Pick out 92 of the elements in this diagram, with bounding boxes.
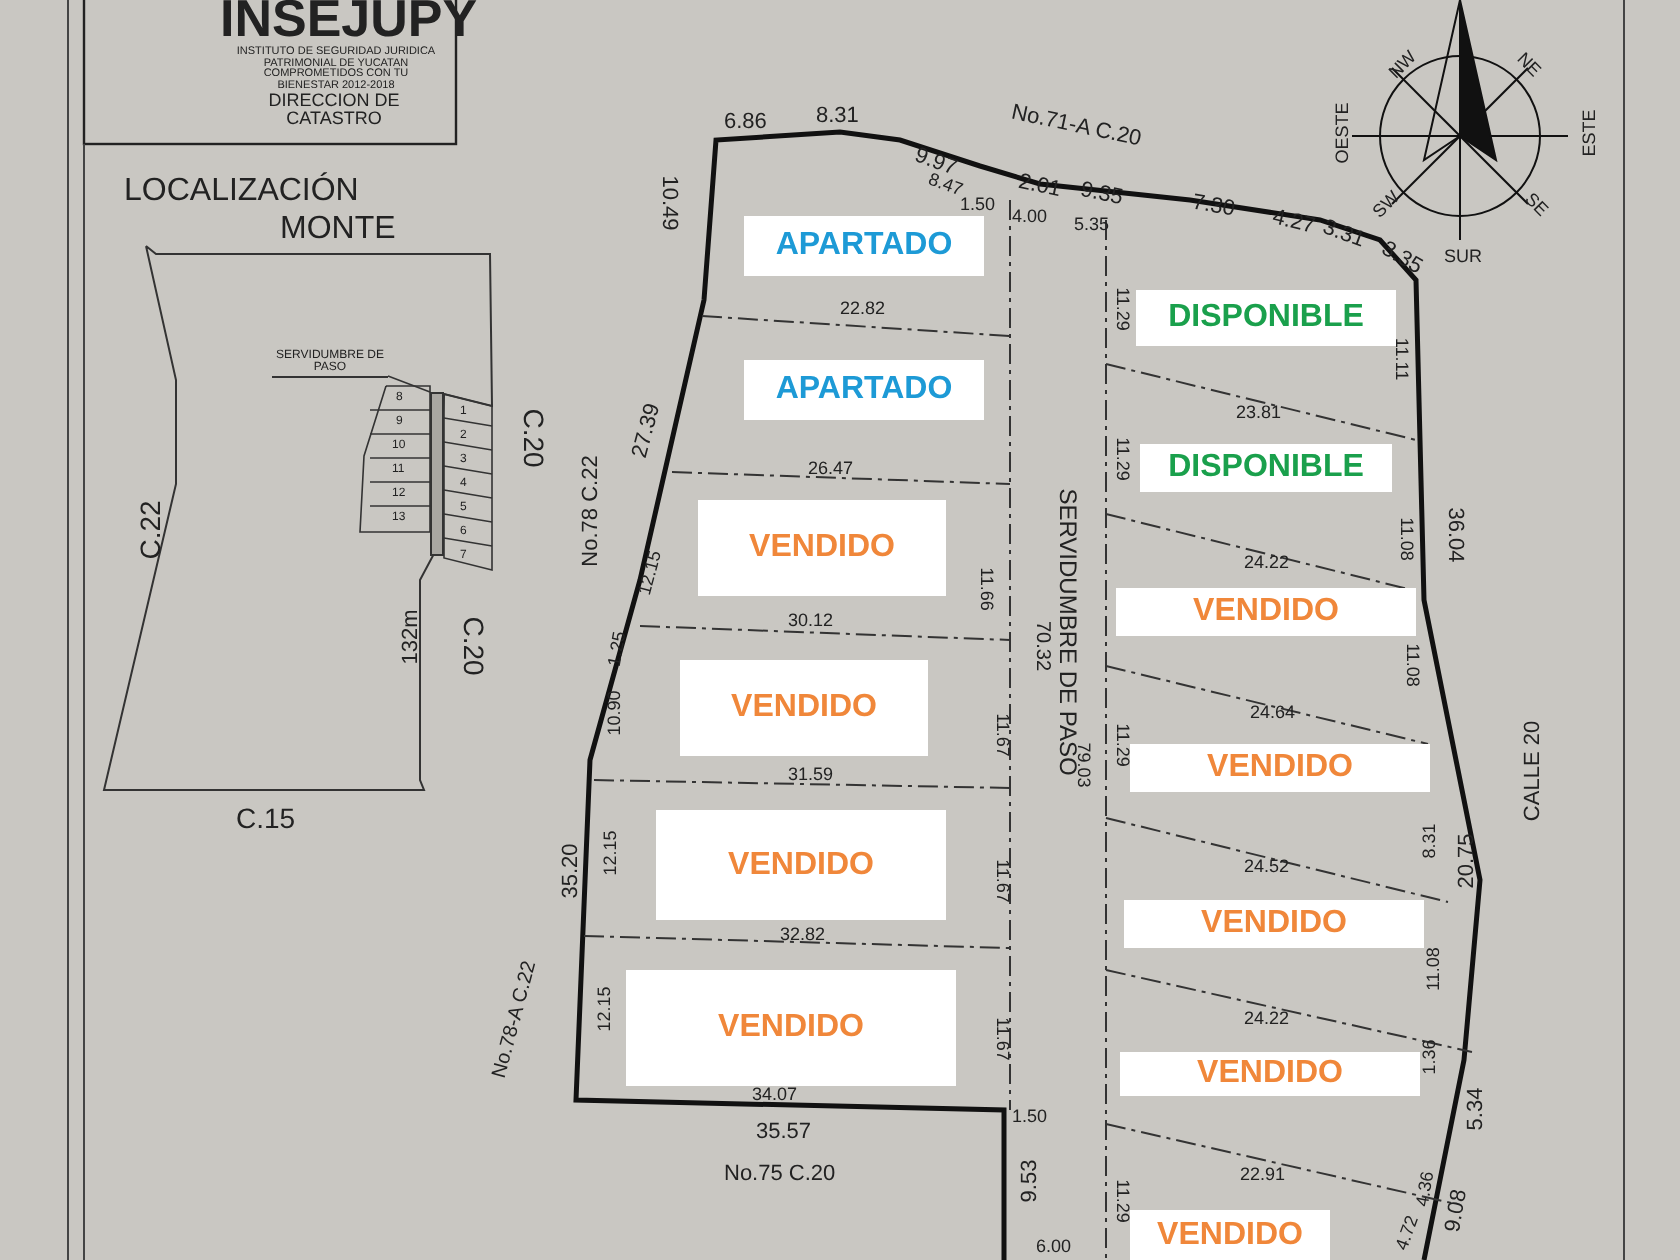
- dimension-label: 20.75: [1456, 833, 1479, 889]
- dimension-label: 3.35: [1377, 238, 1426, 280]
- dimension-label: 11.29: [1112, 723, 1131, 767]
- street-label: No.78 C.22: [580, 455, 603, 567]
- easement-strip: [430, 392, 444, 556]
- dimension-label: 3.31: [1319, 217, 1368, 253]
- map-title: LOCALIZACIÓN: [124, 176, 359, 208]
- street-label: CALLE 20: [1523, 720, 1546, 822]
- dimension-label: 11.08: [1402, 643, 1421, 687]
- dimension-label: 24.52: [1244, 858, 1290, 876]
- status-sign: VENDIDO: [1120, 1052, 1420, 1096]
- dimension-label: 11.66: [976, 567, 995, 611]
- dimension-label: 22.91: [1240, 1166, 1286, 1184]
- dimension-label: 35.20: [560, 843, 583, 899]
- dimension-label: 8.31: [816, 106, 859, 128]
- dimension-label: 11.29: [1112, 437, 1131, 481]
- status-sign: VENDIDO: [1116, 588, 1416, 636]
- dimension-label: 9.35: [1078, 179, 1125, 211]
- dimension-label: 12.15: [636, 548, 666, 598]
- status-sign: DISPONIBLE: [1136, 290, 1396, 346]
- street-label: No.78-A C.22: [490, 959, 542, 1081]
- dimension-label: 5.34: [1466, 1087, 1489, 1131]
- dimension-label: 24.22: [1244, 1010, 1290, 1028]
- status-sign: DISPONIBLE: [1140, 444, 1392, 492]
- status-sign: VENDIDO: [1130, 744, 1430, 792]
- status-sign: VENDIDO: [680, 660, 928, 756]
- street-label: C.15: [236, 804, 296, 832]
- dimension-label: 11.67: [992, 1017, 1011, 1061]
- compass-label: SUR: [1444, 248, 1483, 266]
- street-label: No.75 C.20: [724, 1164, 836, 1186]
- dimension-label: 9.53: [1020, 1159, 1043, 1203]
- header-text: DIRECCION DE CATASTRO: [266, 92, 402, 128]
- dimension-label: 11.08: [1396, 517, 1415, 561]
- dimension-label: 1.50: [1012, 1108, 1048, 1126]
- dimension-label: 27.39: [629, 401, 666, 461]
- status-sign: VENDIDO: [656, 810, 946, 920]
- dimension-label: 36.04: [1442, 507, 1465, 563]
- status-sign: VENDIDO: [698, 500, 946, 596]
- dimension-label: 34.07: [752, 1086, 798, 1104]
- dimension-label: C.20: [459, 616, 488, 676]
- dimension-label: 4.72: [1393, 1213, 1422, 1253]
- compass-label: OESTE: [1333, 102, 1352, 164]
- dimension-label: 22.82: [840, 300, 886, 318]
- dimension-label: 24.22: [1244, 554, 1290, 572]
- compass-label: SE: [1521, 190, 1551, 220]
- compass-label: NW: [1386, 48, 1420, 82]
- leader-line: [387, 375, 431, 393]
- dimension-label: 11.08: [1424, 947, 1443, 991]
- easement-label: SERVIDUMBRE DE PASO: [1055, 488, 1080, 776]
- dimension-label: 11.29: [1112, 1179, 1131, 1223]
- dimension-label: 1.36: [1420, 1039, 1439, 1075]
- dimension-label: 1.50: [960, 196, 996, 214]
- dimension-label: 12.15: [595, 986, 614, 1032]
- dimension-label: 11.67: [992, 859, 1011, 903]
- dimension-label: 24.64: [1250, 704, 1296, 722]
- dimension-label: 11.29: [1112, 287, 1131, 331]
- dimension-label: 10.90: [605, 690, 624, 736]
- compass-label: NE: [1513, 49, 1544, 81]
- street-label: C.22: [135, 500, 164, 560]
- status-sign: APARTADO: [744, 216, 984, 276]
- dimension-label: 8.47: [926, 170, 966, 200]
- dimension-label: 6.00: [1036, 1238, 1072, 1256]
- dimension-label: 8.31: [1420, 823, 1439, 859]
- map-title: MONTE: [280, 214, 396, 246]
- dimension-label: 1.25: [605, 630, 630, 668]
- compass-label: SW: [1369, 188, 1404, 222]
- dimension-label: 11.11: [1392, 337, 1411, 381]
- status-sign: VENDIDO: [1130, 1210, 1330, 1260]
- dimension-label: 12.15: [601, 830, 620, 876]
- dimension-label: 32.82: [780, 926, 826, 944]
- dimension-label: 7.30: [1190, 192, 1237, 222]
- dimension-label: 10.49: [656, 175, 679, 231]
- status-sign: APARTADO: [744, 360, 984, 420]
- dimension-label: 26.47: [808, 460, 854, 478]
- dimension-label: 4.36: [1413, 1170, 1438, 1208]
- compass-label: ESTE: [1580, 109, 1599, 157]
- dimension-label: 9.08: [1442, 1188, 1472, 1234]
- dimension-label: 30.12: [788, 612, 834, 630]
- dimension-label: 31.59: [788, 766, 834, 784]
- status-sign: VENDIDO: [626, 970, 956, 1086]
- dimension-label: 23.81: [1236, 404, 1282, 422]
- dimension-label: 4.27: [1270, 207, 1317, 239]
- dimension-label: 6.86: [724, 112, 767, 134]
- street-label: No.71-A C.20: [1009, 102, 1143, 152]
- dimension-label: 70.32: [1031, 620, 1052, 672]
- street-label: C.20: [519, 408, 548, 468]
- dimension-label: 4.00: [1012, 208, 1048, 226]
- street-label: 132m: [400, 609, 423, 665]
- status-sign: VENDIDO: [1124, 900, 1424, 948]
- dimension-label: 11.67: [992, 713, 1011, 757]
- dimension-label: 2.01: [1016, 171, 1063, 203]
- dimension-label: 35.57: [756, 1122, 812, 1144]
